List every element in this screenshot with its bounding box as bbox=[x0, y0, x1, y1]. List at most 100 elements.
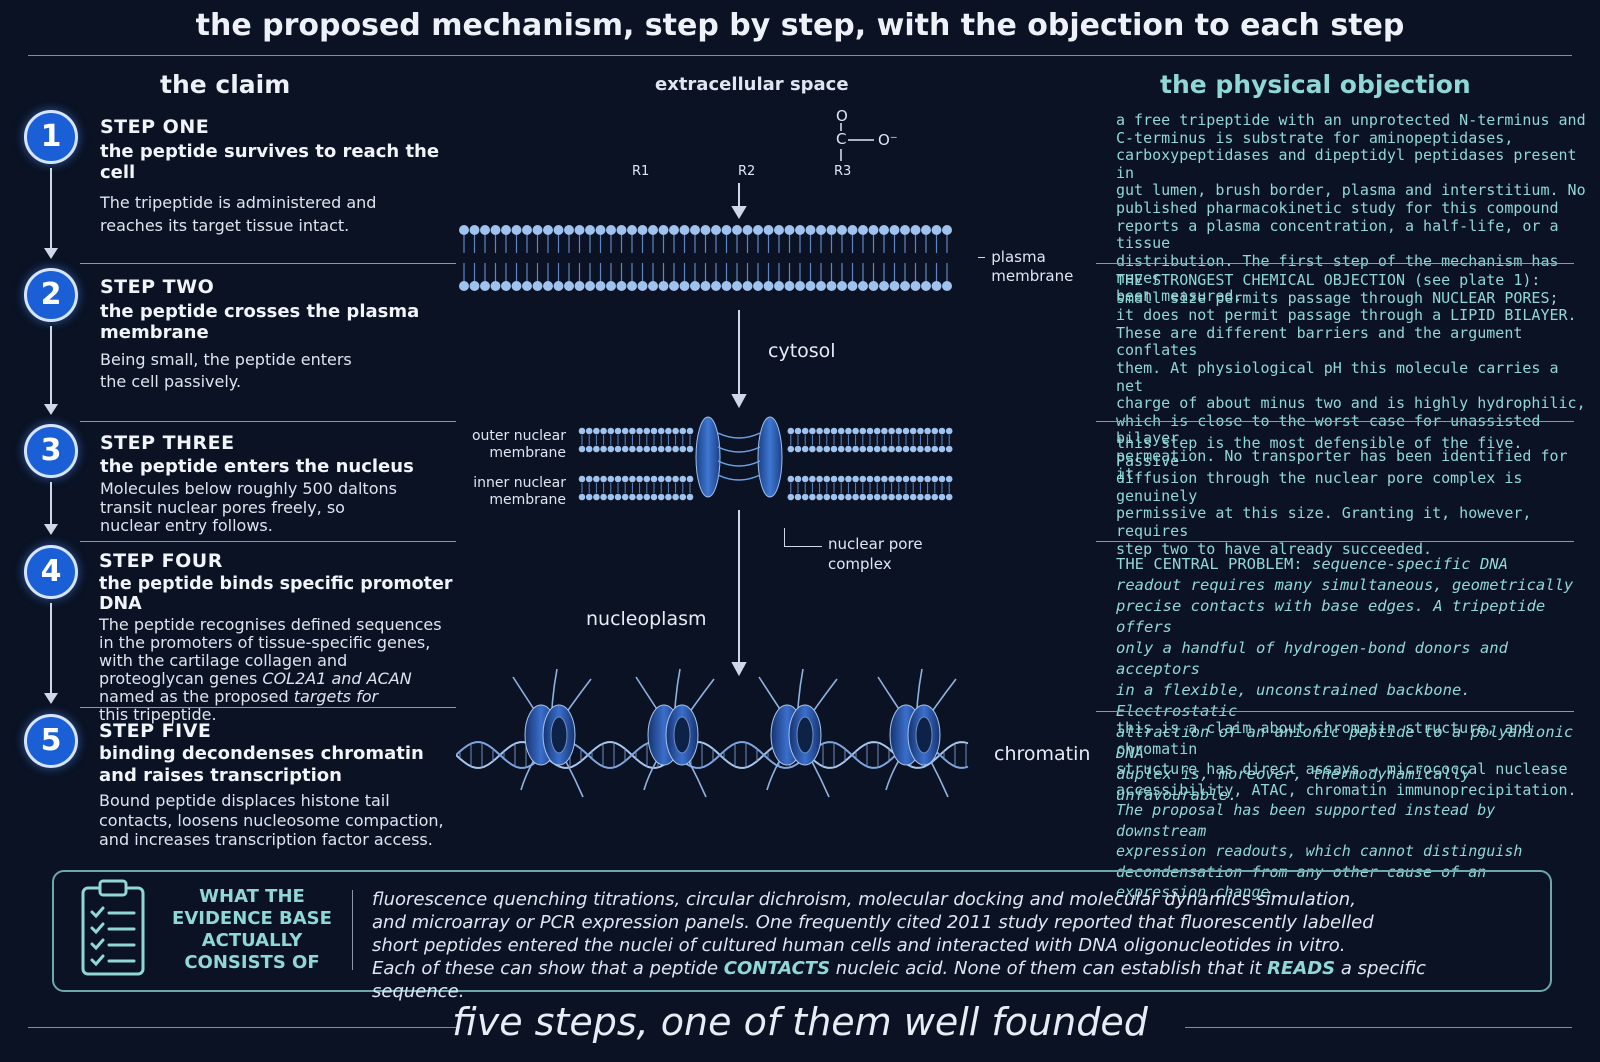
lipid-head bbox=[593, 493, 600, 501]
objection-4-line: attraction of an anionic peptide to a po… bbox=[1116, 723, 1574, 762]
lipid-head bbox=[830, 427, 838, 435]
lipid-head bbox=[809, 475, 816, 483]
lipid-head bbox=[648, 281, 658, 291]
nuclear-pore-complex bbox=[695, 416, 783, 498]
step-1-subheading: the peptide survives to reach the cell bbox=[100, 141, 440, 183]
outer-nuclear-membrane-label: outer nuclear membrane bbox=[471, 428, 566, 461]
extracellular-label: extracellular space bbox=[655, 74, 849, 95]
objection-header: the physical objection bbox=[1160, 70, 1471, 99]
evidence-label-line: WHAT THE bbox=[199, 886, 305, 907]
objection-1-line: a free tripeptide with an unprotected N-… bbox=[1116, 111, 1586, 129]
evidence-reads-highlight: READS bbox=[1267, 958, 1336, 979]
lipid-head bbox=[553, 225, 564, 235]
r3-label: R3 bbox=[834, 164, 851, 179]
lipid-head bbox=[593, 445, 600, 453]
lipid-head bbox=[690, 281, 700, 291]
lipid-head bbox=[784, 225, 795, 235]
lipid-head bbox=[672, 445, 679, 453]
objection-2-line: permeation. No transporter has been iden… bbox=[1116, 446, 1568, 483]
lipid-head bbox=[837, 281, 847, 291]
step-separator bbox=[80, 263, 456, 264]
objection-5: this is a claim about chromatin structur… bbox=[1116, 718, 1586, 903]
lipid-head bbox=[801, 475, 809, 483]
step-4-number: 4 bbox=[24, 545, 78, 599]
plasma-membrane bbox=[459, 225, 952, 291]
lipid-head bbox=[621, 427, 629, 435]
lipid-head bbox=[921, 281, 931, 291]
step-4-heading: STEP FOUR bbox=[99, 550, 223, 572]
lipid-head bbox=[931, 475, 939, 483]
lipid-head bbox=[895, 493, 903, 501]
lipid-head bbox=[794, 475, 802, 483]
lipid-head bbox=[665, 493, 672, 501]
lipid-head bbox=[543, 225, 553, 235]
evidence-text-c: a specific sequence. bbox=[372, 958, 1426, 1002]
lipid-head bbox=[657, 475, 665, 483]
lipid-head bbox=[595, 225, 606, 235]
footer-rule-right bbox=[1185, 1027, 1572, 1028]
lipid-head bbox=[910, 281, 921, 291]
lipid-head bbox=[607, 493, 615, 501]
clipboard-icon bbox=[81, 879, 145, 976]
title-rule bbox=[28, 55, 1572, 56]
lipid-head bbox=[564, 281, 574, 291]
lipid-head bbox=[629, 445, 636, 453]
lipid-head bbox=[616, 225, 627, 235]
step-3-number: 3 bbox=[24, 424, 78, 478]
step-4-genes: COL2A1 and ACAN bbox=[262, 669, 412, 688]
lipid-head bbox=[614, 445, 622, 453]
lipid-head bbox=[679, 475, 687, 483]
lipid-head bbox=[643, 493, 651, 501]
nuclear-envelope bbox=[578, 427, 953, 501]
lipid-head bbox=[578, 427, 586, 435]
step-4-body: The peptide recognises defined sequences… bbox=[99, 616, 459, 724]
lipid-head bbox=[868, 281, 879, 291]
step-connector-3 bbox=[50, 482, 52, 524]
lipid-head bbox=[742, 225, 753, 235]
lipid-head bbox=[585, 475, 593, 483]
lipid-head bbox=[888, 475, 895, 483]
lipid-head bbox=[511, 225, 522, 235]
nucleoplasm-label: nucleoplasm bbox=[586, 608, 707, 630]
lipid-head bbox=[679, 427, 687, 435]
lipid-head bbox=[711, 281, 721, 291]
lipid-head bbox=[787, 493, 795, 501]
lipid-head bbox=[938, 445, 946, 453]
lipid-head bbox=[621, 493, 629, 501]
evidence-contacts-highlight: CONTACTS bbox=[723, 958, 831, 979]
lipid-head bbox=[931, 427, 939, 435]
lipid-head bbox=[650, 445, 658, 453]
lipid-head bbox=[866, 475, 874, 483]
lipid-head bbox=[784, 281, 795, 291]
step-3-body-line: Molecules below roughly 500 daltons bbox=[100, 479, 397, 498]
objection-1: a free tripeptide with an unprotected N-… bbox=[1116, 111, 1586, 306]
lipid-head bbox=[690, 225, 700, 235]
objection-2-line: charge of about minus two and is highly … bbox=[1116, 394, 1586, 413]
lipid-head bbox=[578, 493, 586, 501]
objection-4-line: in a flexible, unconstrained backbone. E… bbox=[1116, 681, 1471, 720]
lipid-head bbox=[679, 225, 690, 235]
lipid-head bbox=[637, 225, 648, 235]
lipid-head bbox=[902, 475, 910, 483]
lipid-head bbox=[621, 475, 629, 483]
lipid-head bbox=[658, 225, 669, 235]
lipid-head bbox=[753, 225, 763, 235]
lipid-head bbox=[866, 445, 874, 453]
objection-2-line: THE STRONGEST CHEMICAL OBJECTION (see pl… bbox=[1116, 271, 1541, 289]
lipid-head bbox=[816, 225, 826, 235]
lipid-head bbox=[866, 493, 874, 501]
evidence-line: fluorescence quenching titrations, circu… bbox=[372, 889, 1356, 910]
objection-5-line: expression readouts, which cannot distin… bbox=[1116, 842, 1523, 860]
evidence-box bbox=[52, 870, 1552, 992]
lipid-head bbox=[845, 493, 852, 501]
lipid-head bbox=[823, 427, 831, 435]
step-5-heading: STEP FIVE bbox=[99, 720, 212, 742]
r1-label: R1 bbox=[632, 164, 649, 179]
objection-4-line: only a handful of hydrogen-bond donors a… bbox=[1116, 639, 1508, 678]
objection-4-line: readout requires many simultaneous, geom… bbox=[1116, 576, 1574, 594]
objection-5-line: accessibility, ATAC, chromatin immunopre… bbox=[1116, 780, 1577, 799]
step-4-subheading: the peptide binds specific promoter DNA bbox=[99, 574, 453, 614]
step-1-heading: STEP ONE bbox=[100, 116, 210, 138]
lipid-head bbox=[607, 475, 615, 483]
lipid-head bbox=[830, 445, 838, 453]
